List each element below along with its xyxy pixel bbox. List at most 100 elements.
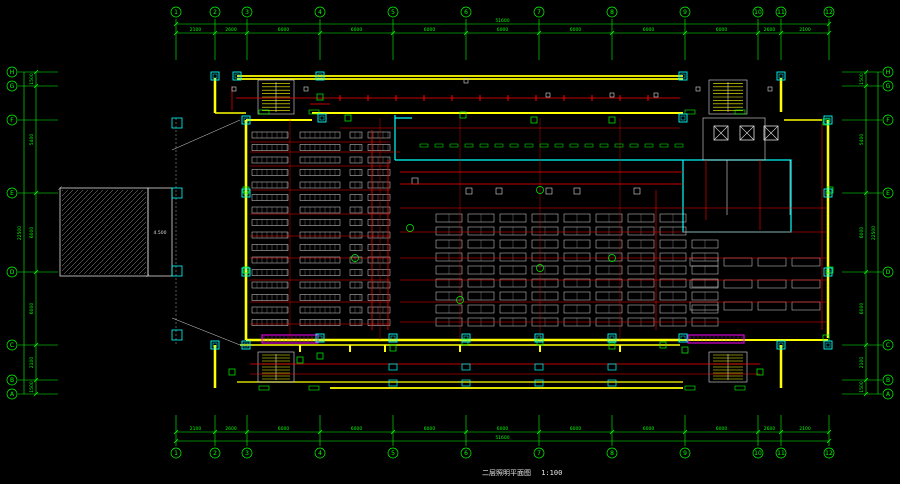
- axis-label-bottom: 12: [825, 450, 833, 457]
- floor-opening: [411, 177, 419, 185]
- shelf-unit: [349, 294, 363, 301]
- elevator-shaft: [739, 125, 755, 141]
- axis-bubble-bottom: [314, 447, 326, 459]
- column-core: [243, 269, 249, 275]
- column: [534, 333, 544, 343]
- tube-fixture: [479, 143, 489, 148]
- distribution-point: [406, 224, 414, 232]
- shelf-unit: [367, 281, 391, 289]
- hatch-line: [63, 191, 147, 275]
- shelf-unit: [349, 219, 363, 226]
- annex-structure: 4.500: [57, 117, 241, 346]
- dimension-tick: [463, 429, 469, 435]
- hatch-line: [118, 246, 147, 275]
- shelf-unit: [251, 169, 289, 176]
- axis-bubble-bottom: [209, 447, 221, 459]
- switch-box: [316, 93, 324, 101]
- shelf-unit: [251, 256, 289, 264]
- wall-light: [734, 385, 746, 391]
- lighting-circuits: [231, 86, 826, 375]
- hatch-line: [98, 226, 147, 275]
- shelf-unit: [367, 244, 391, 251]
- shelf-unit: [349, 319, 363, 326]
- dimension-tick: [755, 30, 761, 36]
- column: [776, 340, 786, 350]
- axis-bubble-left: [6, 339, 18, 351]
- hatch-line: [61, 189, 124, 252]
- axis-label-right: D: [886, 269, 891, 276]
- hatch-line: [93, 221, 147, 275]
- dimension-tick: [682, 429, 688, 435]
- hatch-line: [61, 189, 69, 197]
- hatch-line: [61, 189, 99, 227]
- column-base: [461, 363, 471, 371]
- dimension-tick: [33, 83, 39, 89]
- switch-box: [608, 342, 616, 350]
- dimension-value: 2100: [859, 357, 865, 369]
- shelf-unit: [367, 306, 391, 314]
- column: [823, 115, 833, 125]
- shelf-unit: [251, 219, 289, 226]
- annex-column: [171, 117, 183, 129]
- axis-label-right: H: [886, 69, 891, 76]
- column-base: [607, 379, 617, 387]
- dimension-tick: [244, 429, 250, 435]
- shelf-unit: [367, 256, 391, 264]
- hatch-line: [61, 189, 139, 267]
- reading-table: [723, 301, 753, 311]
- light-fixture: [695, 86, 701, 92]
- column-core: [680, 73, 686, 79]
- tube-fixture: [629, 143, 639, 148]
- dimension-tick: [390, 429, 396, 435]
- axis-label-bottom: 4: [318, 450, 322, 457]
- dimension-value: 6000: [570, 426, 582, 432]
- elevator-shaft: [713, 125, 729, 141]
- axis-label-bottom: 8: [610, 450, 614, 457]
- light-fixture: [231, 86, 237, 92]
- annex-hatch: [57, 185, 150, 278]
- column-core: [825, 190, 831, 196]
- shelf-unit: [349, 306, 363, 314]
- axis-label-bottom: 6: [464, 450, 468, 457]
- annex-column: [171, 329, 183, 341]
- drawing-title: 二层照明平面图: [482, 469, 531, 477]
- dimension-value: 1500: [29, 73, 35, 85]
- dimension-tick: [863, 269, 869, 275]
- switch-box: [608, 116, 616, 124]
- dimension-value: 6000: [859, 227, 865, 239]
- column: [823, 188, 833, 198]
- axis-bubble-bottom: [460, 447, 472, 459]
- column-base: [461, 379, 471, 387]
- hatch-line: [133, 261, 147, 275]
- column-core: [609, 335, 615, 341]
- switch-box: [659, 341, 667, 349]
- annex-column: [171, 187, 183, 199]
- hatch-line: [61, 189, 134, 262]
- shelf-unit: [349, 144, 363, 151]
- column-core: [825, 117, 831, 123]
- column-core: [536, 335, 542, 341]
- column-core: [243, 117, 249, 123]
- column-core: [680, 115, 686, 121]
- column-base: [607, 363, 617, 371]
- dimension-tick: [778, 30, 784, 36]
- dimension-value: 6000: [278, 27, 290, 33]
- elevator-shaft: [763, 125, 779, 141]
- dimension-value: 6000: [716, 27, 728, 33]
- hatch-line: [61, 189, 74, 202]
- axis-label-top: 8: [610, 9, 614, 16]
- column-core: [234, 73, 240, 79]
- column-core: [212, 73, 218, 79]
- distribution-point: [536, 186, 544, 194]
- stairwell-bottom-left: [257, 351, 295, 383]
- axis-label-top: 11: [777, 9, 785, 16]
- axis-bubble-top: [775, 6, 787, 18]
- axis-bubble-right: [882, 80, 894, 92]
- axis-bubble-right: [882, 187, 894, 199]
- axis-bubble-bottom: [533, 447, 545, 459]
- axis-label-top: 1: [174, 9, 178, 16]
- shelf-unit: [251, 294, 289, 301]
- hatch-line: [108, 236, 147, 275]
- hatch-line: [123, 251, 147, 275]
